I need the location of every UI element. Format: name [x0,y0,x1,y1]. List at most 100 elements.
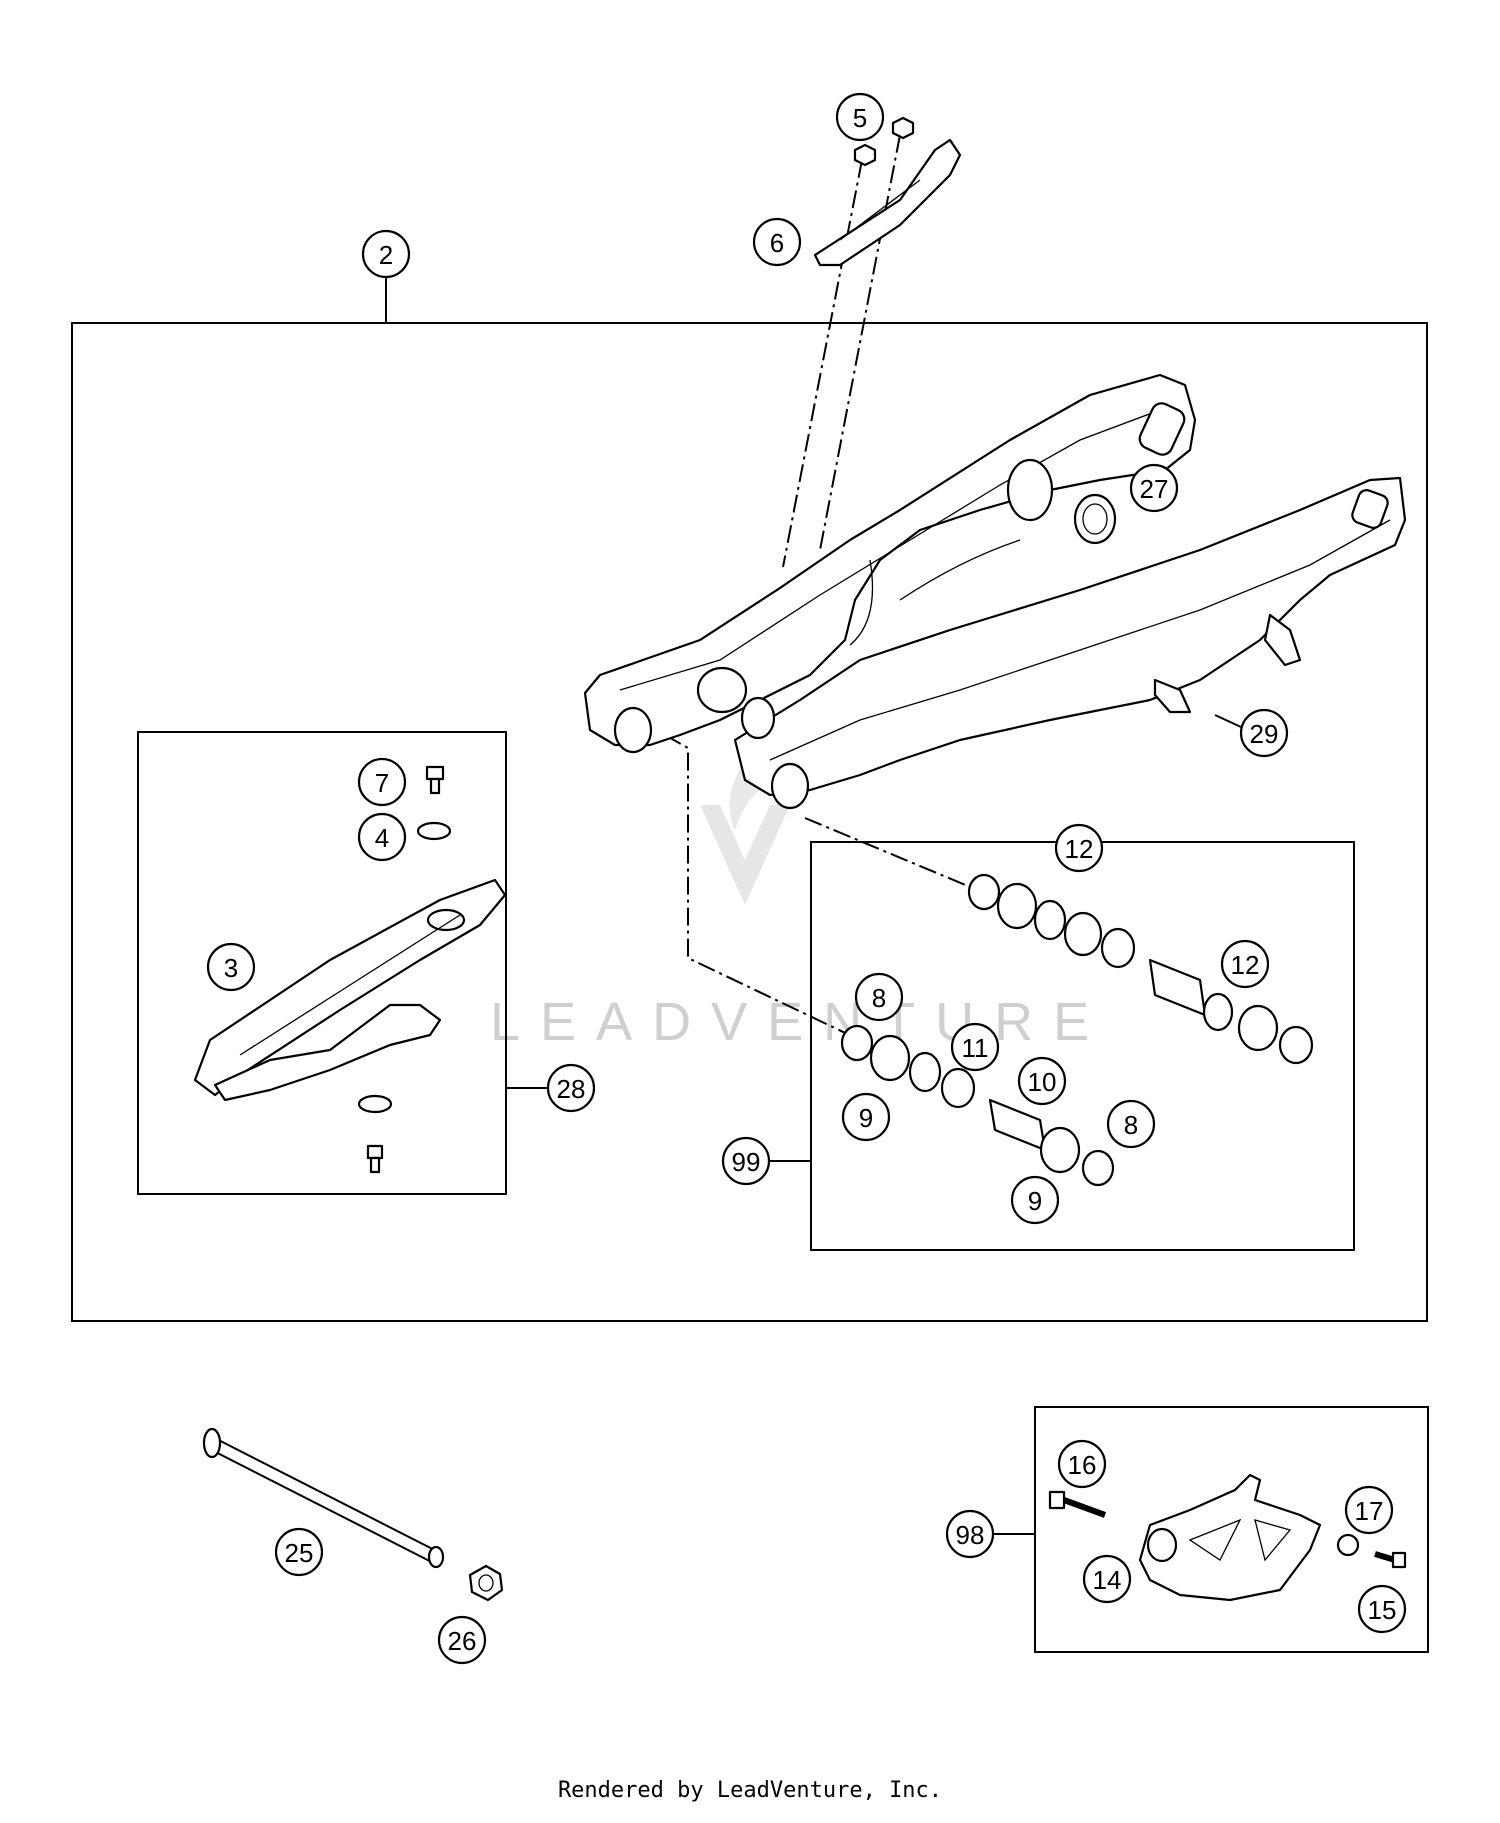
callout-label: 8 [872,983,886,1013]
callout-16: 16 [1057,1439,1107,1489]
footer-credit: Rendered by LeadVenture, Inc. [557,1778,943,1803]
callout-label: 10 [1028,1067,1057,1097]
callout-circle [437,1615,487,1665]
watermark-text: LEADVENTURE [490,992,1109,1052]
callout-label: 9 [859,1103,873,1133]
callout-28: 28 [546,1063,596,1113]
callout-label: 98 [956,1520,985,1550]
callout-29: 29 [1239,708,1289,758]
callout-27: 27 [1129,463,1179,513]
callout-8b: 8 [1106,1099,1156,1149]
callout-label: 29 [1250,719,1279,749]
callout-label: 9 [1028,1186,1042,1216]
callout-label: 12 [1065,834,1094,864]
swingarm-assembly-box [71,322,1428,1322]
assembly-line-bolt-left [782,159,863,568]
callout-circle [357,757,407,807]
nut-5 [853,116,915,167]
callout-label: 26 [448,1626,477,1656]
callout-label: 6 [770,228,784,258]
callout-label: 4 [375,823,389,853]
callout-99: 99 [721,1136,771,1186]
chain-guard-6 [813,138,962,267]
callout-label: 16 [1068,1450,1097,1480]
callout-5: 5 [835,92,885,142]
bolt-16 [1048,1490,1107,1518]
swingarm [583,373,1407,810]
axle-25 [202,1427,445,1569]
callout-circle [361,229,411,279]
callout-25: 25 [274,1527,324,1577]
callout-circle [1220,939,1270,989]
callout-9a: 9 [841,1092,891,1142]
callout-label: 5 [853,103,867,133]
chain-guide-14 [1138,1473,1322,1602]
callout-12a: 12 [1054,823,1104,873]
washer-17 [1336,1533,1360,1557]
chain-slider-kit-box [137,731,507,1195]
callout-circle [206,942,256,992]
bearing-kit-parts [840,873,1314,1187]
callout-7: 7 [357,757,407,807]
callout-9b: 9 [1010,1175,1060,1225]
bolt-lower [366,1144,384,1174]
callout-label: 3 [224,953,238,983]
callout-circle [1129,463,1179,513]
callout-label: 99 [732,1147,761,1177]
assembly-line-left-pivot [664,734,861,1041]
axle-nut-26 [468,1564,504,1602]
chain-slider-3 [193,878,507,1102]
callout-14: 14 [1082,1554,1132,1604]
callout-circle [1239,708,1289,758]
callout-circle [1106,1099,1156,1149]
callout-label: 27 [1140,474,1169,504]
washer-lower [357,1094,393,1114]
callout-circle [752,217,802,267]
bolt-15 [1374,1551,1407,1569]
callout-circle [835,92,885,142]
chain-guide-kit-box [1034,1406,1429,1653]
callout-15: 15 [1357,1584,1407,1634]
callout-11: 11 [950,1022,1000,1072]
callout-circle [1057,1439,1107,1489]
callout-label: 28 [557,1074,586,1104]
assembly-line-right-pivot [804,817,976,890]
callout-17: 17 [1344,1485,1394,1535]
callout-12b: 12 [1220,939,1270,989]
callout-26: 26 [437,1615,487,1665]
callout-circle [546,1063,596,1113]
callout-label: 7 [375,768,389,798]
grommet-27 [1073,493,1117,545]
callout-circle [841,1092,891,1142]
callout-label: 14 [1093,1565,1122,1595]
callout-label: 15 [1368,1595,1397,1625]
assembly-line-bolt-right [819,134,901,551]
callout-circle [945,1509,995,1559]
callout-3: 3 [206,942,256,992]
callout-circle [357,812,407,862]
callout-circle [1344,1485,1394,1535]
callout-10: 10 [1017,1056,1067,1106]
washer-4 [416,821,452,841]
callout-label: 25 [285,1538,314,1568]
callout-circle [854,972,904,1022]
callout-circle [1010,1175,1060,1225]
callout-4: 4 [357,812,407,862]
callout-6: 6 [752,217,802,267]
callout-circle [721,1136,771,1186]
callout-label: 12 [1231,950,1260,980]
callout-circle [1082,1554,1132,1604]
callout-circle [1054,823,1104,873]
callout-circle [1017,1056,1067,1106]
callout-circle [1357,1584,1407,1634]
callout-circle [274,1527,324,1577]
callout-label: 8 [1124,1110,1138,1140]
callout-2: 2 [361,229,411,279]
bolt-7 [425,765,445,795]
callout-label: 11 [962,1033,989,1063]
callout-circle [950,1022,1000,1072]
callout-label: 17 [1355,1496,1384,1526]
callout-label: 2 [379,240,393,270]
